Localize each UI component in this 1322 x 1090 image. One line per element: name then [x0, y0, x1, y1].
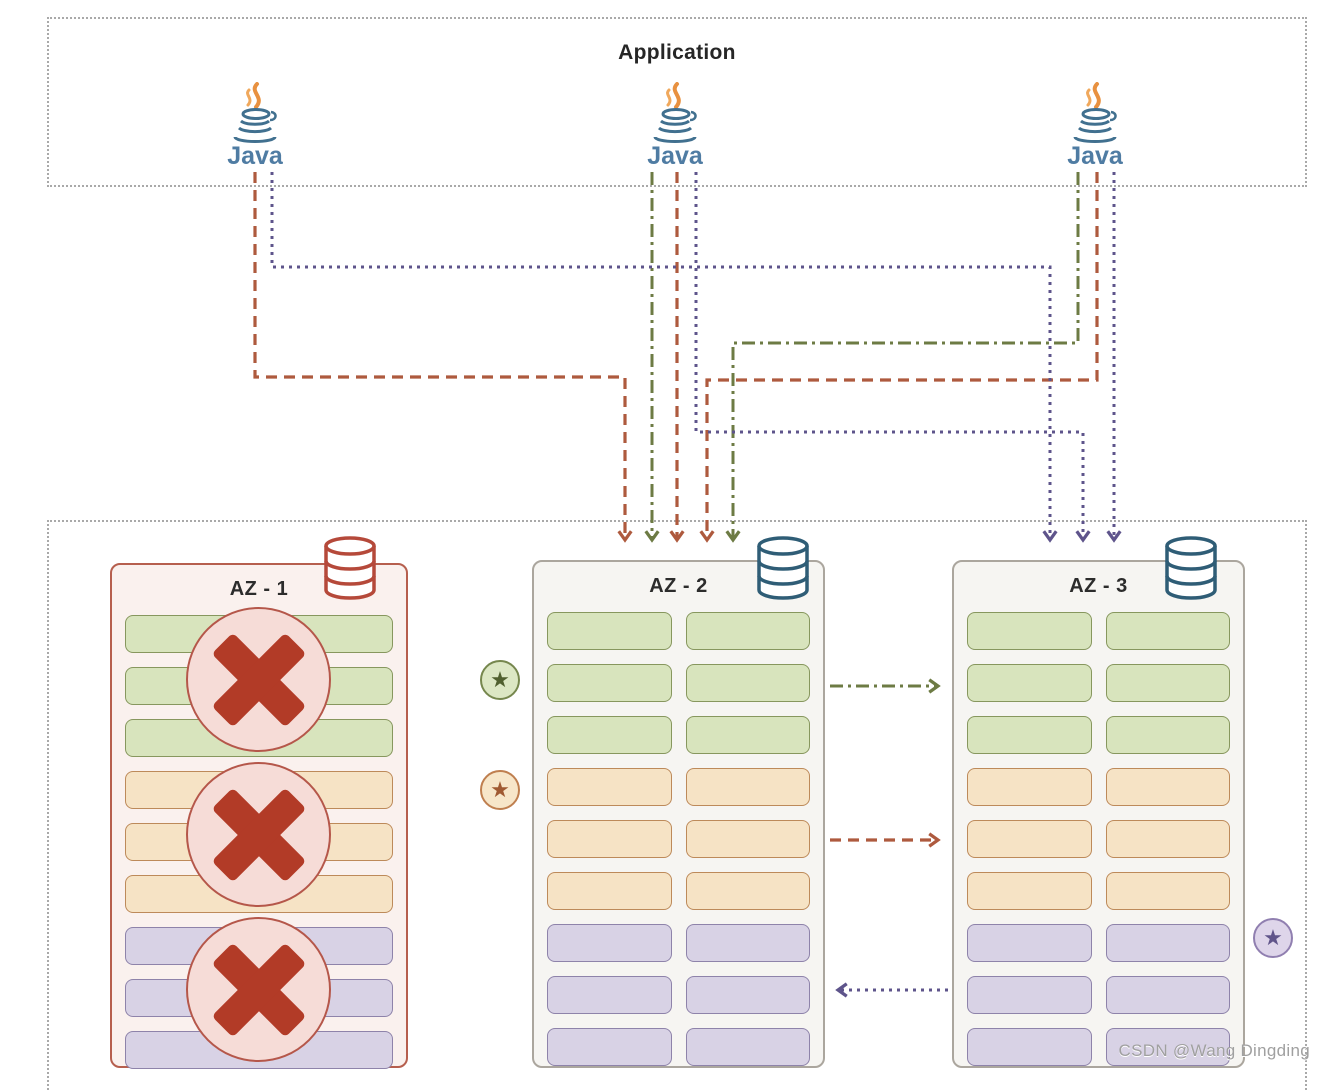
arrow-java3-to-az2 [707, 172, 1099, 540]
zone-title: AZ - 1 [229, 578, 289, 600]
server-instance [1105, 872, 1230, 910]
failure-circle [186, 762, 331, 907]
server-instance [967, 768, 1092, 806]
server-instance [967, 612, 1092, 650]
server-row [547, 820, 810, 858]
java-instance-1: Java [207, 82, 303, 170]
server-instance [547, 820, 672, 858]
server-row [967, 716, 1230, 754]
java-label: Java [1067, 142, 1123, 170]
server-instance [1105, 820, 1230, 858]
server-row [967, 612, 1230, 650]
server-row [967, 768, 1230, 806]
star-icon: ★ [1263, 925, 1283, 950]
server-instance [1105, 1028, 1230, 1066]
failure-circle [186, 917, 331, 1062]
server-row [967, 664, 1230, 702]
server-instance [685, 716, 810, 754]
server-instance [547, 664, 672, 702]
server-row [547, 872, 810, 910]
replica-star-badge-purple: ★ [1253, 918, 1293, 958]
failure-circle [186, 607, 331, 752]
server-instance [685, 664, 810, 702]
java-label: Java [647, 142, 703, 170]
server-instance [967, 976, 1092, 1014]
server-instance [967, 1028, 1092, 1066]
star-icon: ★ [490, 667, 510, 692]
arrow-java3-green-to-az2 [733, 172, 1080, 540]
server-instance [547, 1028, 672, 1066]
watermark: CSDN @Wang Dingding [1118, 1041, 1310, 1060]
java-instance-2: Java [627, 82, 723, 170]
server-instance [967, 664, 1092, 702]
server-row [547, 1028, 810, 1066]
zone-title: AZ - 3 [1069, 575, 1128, 597]
server-instance [685, 924, 810, 962]
server-row [967, 872, 1230, 910]
server-instance [1105, 924, 1230, 962]
server-row [967, 820, 1230, 858]
server-instance [967, 924, 1092, 962]
server-row [547, 612, 810, 650]
server-instance [967, 716, 1092, 754]
server-instance [685, 768, 810, 806]
server-row [967, 976, 1230, 1014]
zone-az-2: AZ - 2 [532, 560, 825, 1068]
java-logo-icon [1073, 82, 1117, 143]
server-row [967, 924, 1230, 962]
zone-az-3: AZ - 3 [952, 560, 1245, 1068]
arrow-java1-to-az2 [253, 172, 625, 540]
server-instance [1105, 664, 1230, 702]
server-instance [1105, 976, 1230, 1014]
server-instance [685, 976, 810, 1014]
zone-rows [954, 612, 1243, 1066]
server-instance [547, 976, 672, 1014]
server-row [967, 1028, 1230, 1066]
server-row [547, 924, 810, 962]
application-title: Application [618, 41, 736, 64]
server-instance [685, 872, 810, 910]
java-label: Java [227, 142, 283, 170]
replica-star-badge-orange: ★ [480, 770, 520, 810]
database-icon [757, 536, 809, 600]
server-instance [1105, 612, 1230, 650]
server-instance [547, 924, 672, 962]
server-instance [685, 612, 810, 650]
server-row [547, 976, 810, 1014]
server-instance [967, 872, 1092, 910]
java-logo-icon [653, 82, 697, 143]
java-logo-icon [233, 82, 277, 143]
replica-star-badge-green: ★ [480, 660, 520, 700]
star-icon: ★ [490, 777, 510, 802]
arrow-java1-to-az3 [270, 172, 1050, 540]
server-instance [685, 820, 810, 858]
server-row [547, 664, 810, 702]
server-instance [1105, 768, 1230, 806]
server-instance [547, 768, 672, 806]
arrow-java2-to-az3 [694, 172, 1083, 540]
server-row [547, 716, 810, 754]
server-instance [547, 716, 672, 754]
server-instance [547, 612, 672, 650]
server-row [547, 768, 810, 806]
zone-rows [534, 612, 823, 1066]
server-instance [685, 1028, 810, 1066]
database-icon [1165, 536, 1217, 600]
server-instance [547, 872, 672, 910]
java-instance-3: Java [1047, 82, 1143, 170]
server-instance [1105, 716, 1230, 754]
database-icon [324, 536, 376, 600]
zone-title: AZ - 2 [649, 575, 708, 597]
server-instance [967, 820, 1092, 858]
